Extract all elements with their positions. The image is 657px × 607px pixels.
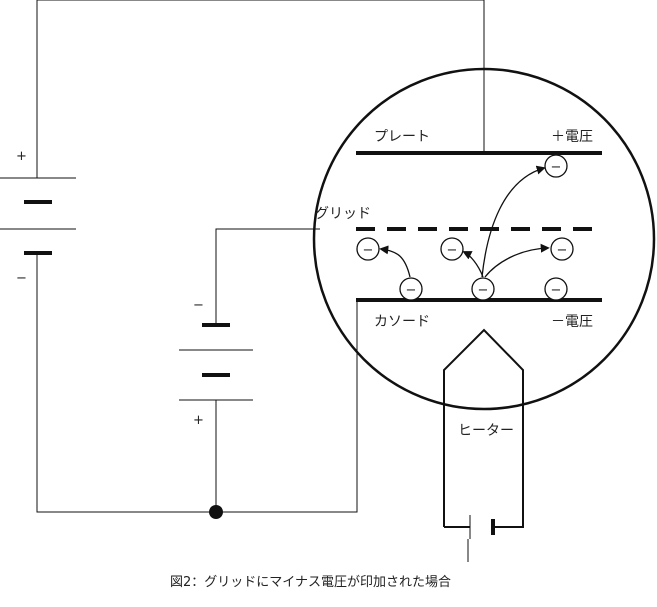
electrons: − − − − − − − [356, 154, 574, 301]
electron-grid-right: − [550, 237, 574, 261]
grid-label: グリッド [315, 206, 371, 222]
electron-cathode-right: − [544, 277, 568, 301]
electron-trajectories [379, 165, 550, 278]
plate-circuit-wire [36, 0, 485, 513]
svg-text:−: − [447, 243, 458, 258]
battery-grid-plus: + [193, 413, 204, 428]
battery-left-minus: − [16, 271, 27, 286]
tube-envelope [312, 67, 656, 411]
electron-cathode-middle: − [471, 277, 495, 301]
electron-grid-middle: − [440, 237, 464, 261]
battery-grid [179, 323, 253, 401]
electron-plate: − [544, 154, 568, 178]
cathode-voltage-label: －電圧 [551, 314, 593, 330]
heater-battery [467, 515, 495, 562]
electron-cathode-left: − [399, 277, 423, 301]
junction-dot [209, 505, 223, 519]
svg-text:−: − [478, 283, 489, 298]
heater-filament [443, 328, 524, 528]
battery-left [0, 177, 76, 255]
svg-text:−: − [363, 243, 374, 258]
grid-circuit-wire [215, 228, 320, 512]
battery-left-plus: + [16, 149, 27, 164]
svg-text:−: − [551, 160, 562, 175]
heater-label: ヒーター [458, 423, 514, 439]
svg-text:−: − [551, 283, 562, 298]
plate-label: プレート [374, 129, 430, 145]
battery-grid-minus: − [193, 298, 204, 313]
svg-text:−: − [406, 283, 417, 298]
electron-grid-left: − [356, 237, 380, 261]
plate-voltage-label: ＋電圧 [551, 129, 593, 145]
figure-caption: 図2：グリッドにマイナス電圧が印加された場合 [170, 575, 451, 590]
cathode-label: カソード [374, 314, 430, 330]
svg-text:−: − [557, 243, 568, 258]
